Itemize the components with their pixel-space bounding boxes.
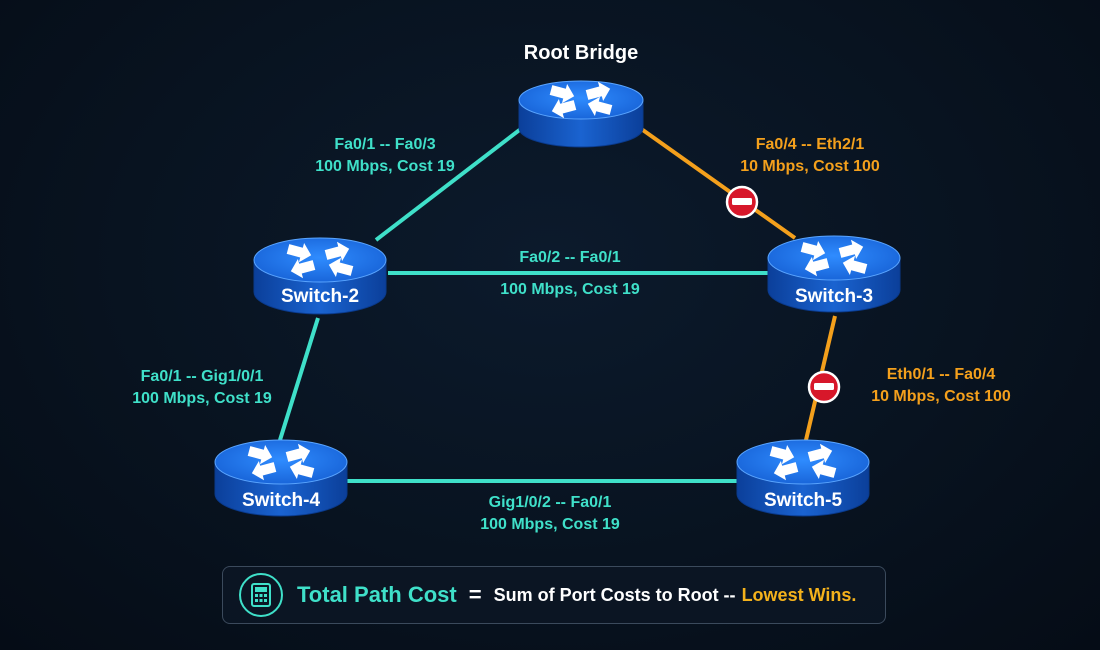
legend-equals: =: [468, 582, 482, 607]
link-label: Fa0/1 -- Fa0/3 100 Mbps, Cost 19: [305, 134, 465, 178]
link-label: Fa0/4 -- Eth2/1 10 Mbps, Cost 100: [720, 134, 900, 178]
switch-label: Switch-3: [794, 286, 874, 307]
link-ports: Eth0/1 -- Fa0/4: [886, 366, 996, 383]
link-label: Fa0/2 -- Fa0/1 100 Mbps, Cost 19: [480, 247, 660, 301]
link-speed-cost: 10 Mbps, Cost 100: [871, 388, 1011, 405]
switch-4: [214, 439, 348, 517]
link-ports: Gig1/0/2 -- Fa0/1: [488, 494, 612, 511]
legend-description: Sum of Port Costs to Root --: [493, 584, 736, 605]
blocked-port-icon: [725, 185, 759, 219]
link-ports: Fa0/2 -- Fa0/1: [519, 249, 621, 266]
switch-label: Switch-5: [763, 490, 843, 511]
link-speed-cost: 10 Mbps, Cost 100: [740, 158, 880, 175]
link-speed-cost: 100 Mbps, Cost 19: [480, 516, 620, 533]
switch-3: [767, 235, 901, 313]
link-ports: Fa0/4 -- Eth2/1: [755, 136, 865, 153]
switch-label: Switch-2: [280, 286, 360, 307]
link-label: Fa0/1 -- Gig1/0/1 100 Mbps, Cost 19: [112, 366, 292, 410]
legend-title: Total Path Cost: [297, 582, 457, 607]
calculator-icon: [239, 573, 283, 617]
blocked-port-icon: [807, 370, 841, 404]
link-label: Eth0/1 -- Fa0/4 10 Mbps, Cost 100: [856, 364, 1026, 408]
switch-5: [736, 439, 870, 517]
path-cost-legend: Total Path Cost = Sum of Port Costs to R…: [222, 566, 886, 624]
switch-label: Switch-4: [241, 490, 321, 511]
link-root-sw2: [374, 126, 524, 242]
link-root-sw3: [638, 126, 797, 240]
link-ports: Fa0/1 -- Fa0/3: [334, 136, 436, 153]
switch-2: [253, 237, 387, 315]
link-speed-cost: 100 Mbps, Cost 19: [500, 281, 640, 298]
link-ports: Fa0/1 -- Gig1/0/1: [140, 368, 264, 385]
root-bridge-title: Root Bridge: [523, 42, 639, 64]
link-speed-cost: 100 Mbps, Cost 19: [315, 158, 455, 175]
link-sw2-sw4: [278, 317, 320, 441]
link-label: Gig1/0/2 -- Fa0/1 100 Mbps, Cost 19: [460, 492, 640, 536]
switch-root-bridge: [518, 79, 644, 148]
link-speed-cost: 100 Mbps, Cost 19: [132, 390, 272, 407]
legend-emphasis: Lowest Wins.: [741, 584, 857, 605]
